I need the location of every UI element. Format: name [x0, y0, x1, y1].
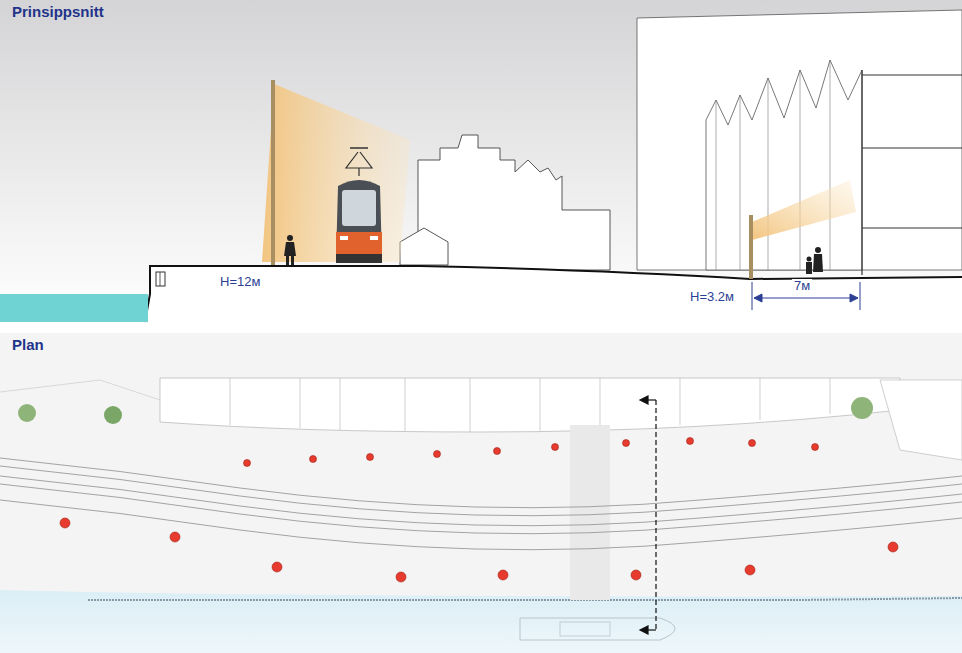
small-house: [400, 228, 448, 265]
tall-building: [637, 10, 962, 270]
ground-line: [145, 266, 962, 322]
dimension-label: 7м: [792, 279, 812, 293]
building-row: [160, 378, 900, 432]
water: [0, 294, 148, 322]
lamp-points: [60, 438, 898, 583]
water: [0, 590, 962, 653]
lamp-pole: [749, 215, 753, 279]
sky: [0, 0, 962, 322]
tram-tracks: [0, 458, 962, 550]
plan-ground: [0, 333, 962, 653]
pedestrians: [806, 247, 823, 274]
boat: [520, 618, 675, 640]
light-cone: [262, 84, 410, 262]
dimension-label: H=12м: [220, 275, 260, 289]
section-heading: Prinsippsnitt: [12, 4, 104, 21]
section-heading: Plan: [12, 337, 44, 354]
tram: [336, 148, 382, 263]
section-cut: [640, 396, 656, 634]
gable-houses: [706, 60, 862, 270]
lamp-pole: [271, 80, 275, 265]
light-cone: [752, 180, 856, 240]
dimension-label: H=3.2м: [690, 290, 734, 304]
cyclist: [284, 235, 296, 265]
